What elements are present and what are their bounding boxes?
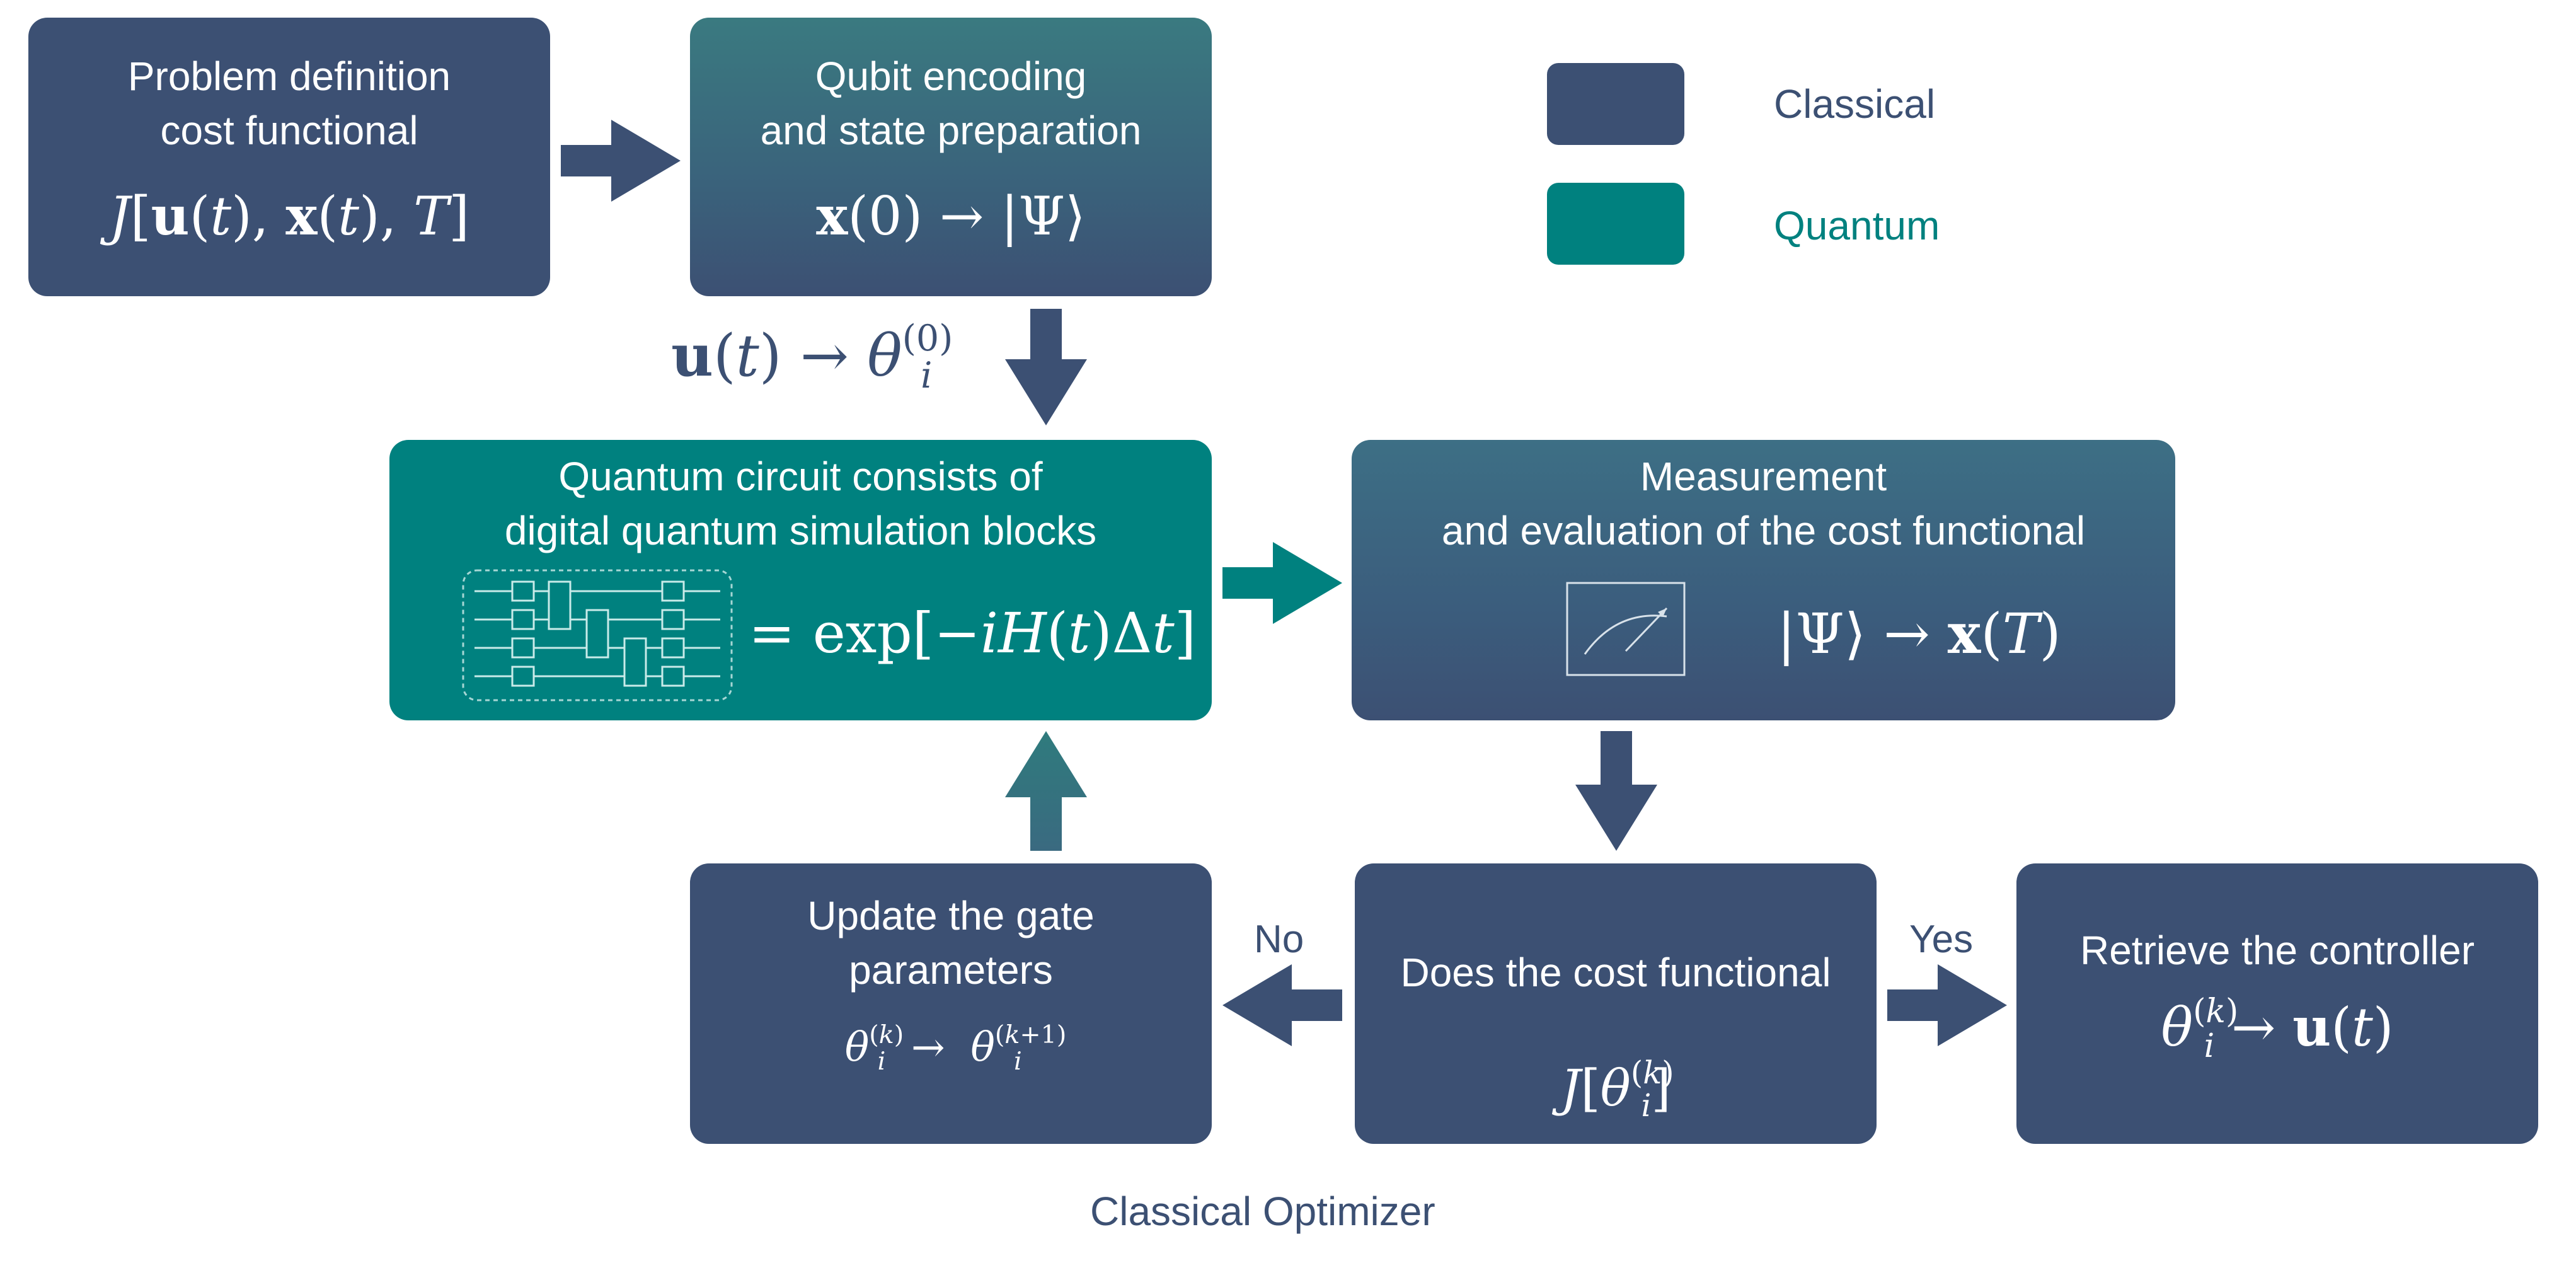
arrow-left-no-to-update xyxy=(1222,964,1342,1046)
convergence-question: converge? xyxy=(1521,1136,1710,1182)
measurement-box: Measurement and evaluation of the cost f… xyxy=(1352,440,2175,720)
qubit-encoding-box: Qubit encoding and state preparation x(0… xyxy=(690,18,1212,296)
classical-optimizer-label: Classical Optimizer xyxy=(1090,1189,1435,1234)
convergence-box: Does the cost functional J[θ(k)i] conver… xyxy=(1355,863,1877,1182)
measurement-meter-icon xyxy=(1566,582,1686,676)
arrow-right-yes-to-retrieve xyxy=(1887,964,2007,1046)
measurement-title: Measurement and evaluation of the cost f… xyxy=(1441,454,2086,553)
update-gate-title: Update the gate parameters xyxy=(807,893,1095,993)
legend-label-classical: Classical xyxy=(1774,81,1936,127)
qubit-encoding-title: Qubit encoding and state preparation xyxy=(760,54,1142,153)
convergence-title-line1: Does the cost functional xyxy=(1400,950,1831,995)
quantum-circuit-title: Quantum circuit consists of digital quan… xyxy=(504,454,1097,553)
update-gate-formula: θ(k)i → θ(k+1)i xyxy=(844,1020,1067,1076)
problem-definition-formula: J[u(t), x(t), T] xyxy=(109,185,469,247)
quantum-circuit-box: Quantum circuit consists of digital quan… xyxy=(389,440,1212,720)
initial-params-label: u(t) → θ(0)i xyxy=(671,317,953,397)
convergence-title-line2: J[θ(k)i] converge? xyxy=(1521,1054,1710,1182)
qubit-encoding-formula: x(0) → |Ψ⟩ xyxy=(816,185,1086,247)
problem-definition-box: Problem definition cost functional J[u(t… xyxy=(28,18,550,296)
legend-label-quantum: Quantum xyxy=(1774,203,1940,248)
arrow-down-measurement-to-convergence xyxy=(1575,731,1657,851)
retrieve-controller-formula: θ(k)i → u(t) xyxy=(2161,993,2394,1065)
problem-definition-title: Problem definition cost functional xyxy=(127,54,451,153)
quantum-circuit-formula: = exp[−iH(t)Δt] xyxy=(749,601,1197,666)
quantum-circuit-diagram-icon xyxy=(462,569,733,701)
retrieve-controller-box: Retrieve the controller θ(k)i → u(t) xyxy=(2016,863,2538,1144)
no-label: No xyxy=(1254,918,1304,961)
retrieve-controller-title: Retrieve the controller xyxy=(2079,928,2475,973)
arrow-down-encoding-to-circuit xyxy=(1005,309,1087,425)
arrow-up-update-to-circuit xyxy=(1005,731,1087,851)
legend-swatch-classical xyxy=(1547,63,1684,145)
legend-swatch-quantum xyxy=(1547,183,1684,265)
arrow-right-problem-to-encoding xyxy=(561,120,681,202)
update-gate-box: Update the gate parameters θ(k)i → θ(k+1… xyxy=(690,863,1212,1144)
measurement-formula: |Ψ⟩ → x(T) xyxy=(1777,601,2061,666)
yes-label: Yes xyxy=(1909,918,1974,961)
arrow-right-circuit-to-measurement xyxy=(1222,542,1342,624)
